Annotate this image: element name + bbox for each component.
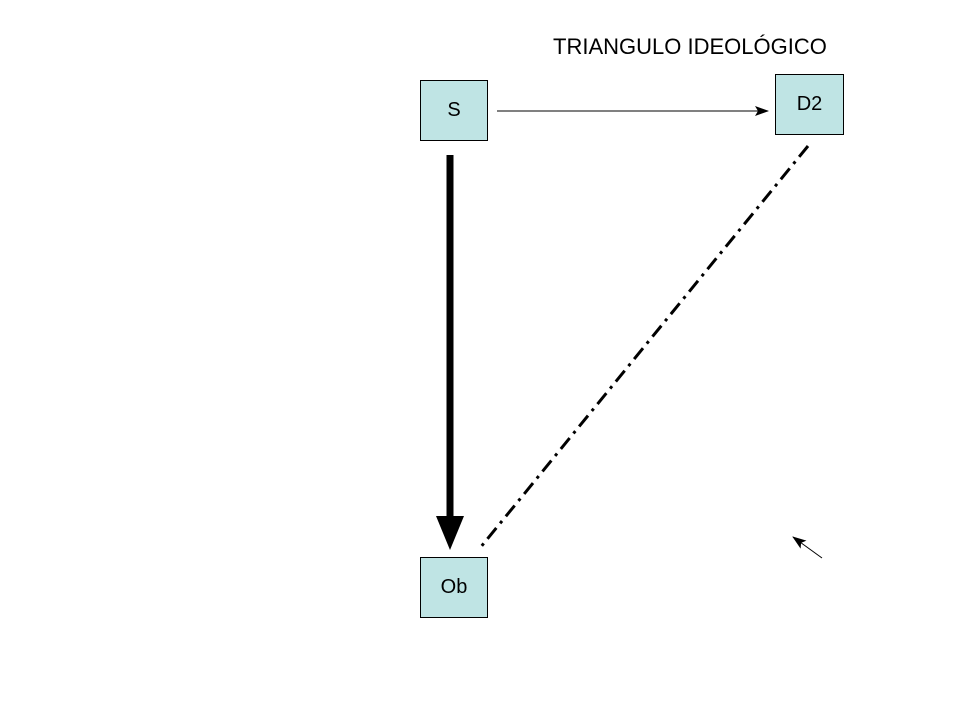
dash-dot-line-d2-to-ob xyxy=(478,145,810,549)
node-ob-label: Ob xyxy=(440,576,468,598)
node-d2-label: D2 xyxy=(796,93,823,115)
diagonal-arrow-bottom-right xyxy=(792,536,823,559)
node-s: S xyxy=(420,80,488,141)
arrow-s-to-ob xyxy=(436,155,464,550)
node-s-label: S xyxy=(447,99,461,121)
node-ob: Ob xyxy=(420,557,488,618)
node-d2: D2 xyxy=(775,74,844,135)
diagram-title: TRIANGULO IDEOLÓGICO xyxy=(553,34,827,59)
